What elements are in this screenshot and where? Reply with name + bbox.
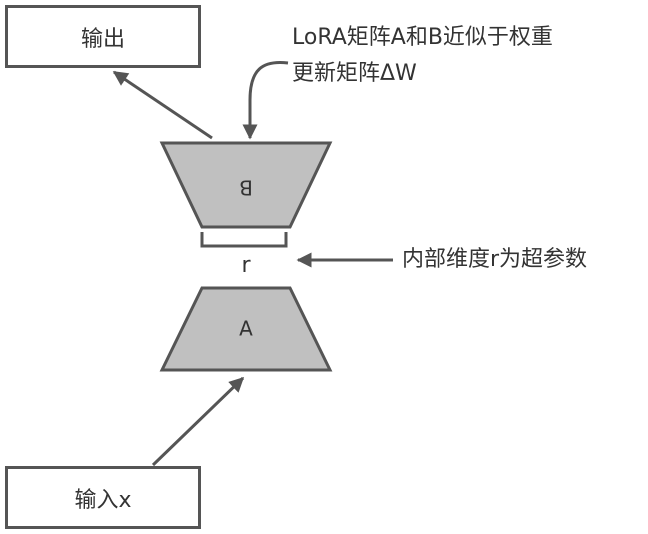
annotation-line-2: 更新矩阵ΔW	[292, 61, 417, 86]
input-label: 输入x	[74, 487, 132, 513]
annotation-line-1: LoRA矩阵A和B近似于权重	[292, 25, 553, 50]
rank-bracket	[200, 232, 288, 248]
input-box: 输入x	[5, 466, 201, 529]
annotation-weight-update: LoRA矩阵A和B近似于权重 更新矩阵ΔW	[292, 20, 553, 92]
matrix-a-label: A	[239, 317, 253, 341]
matrix-b-trapezoid	[159, 141, 333, 229]
matrix-a-trapezoid	[159, 286, 333, 372]
arrow-from-input	[151, 376, 245, 467]
annotation-rank: 内部维度r为超参数	[402, 242, 587, 278]
matrix-b-label: B	[239, 176, 253, 200]
annotation-rank-text: 内部维度r为超参数	[402, 247, 588, 272]
annotation-curved-arrow	[242, 60, 289, 140]
output-box: 输出	[5, 5, 201, 68]
rank-label: r	[241, 253, 251, 278]
output-label: 输出	[80, 26, 125, 52]
arrow-to-output	[112, 70, 213, 140]
